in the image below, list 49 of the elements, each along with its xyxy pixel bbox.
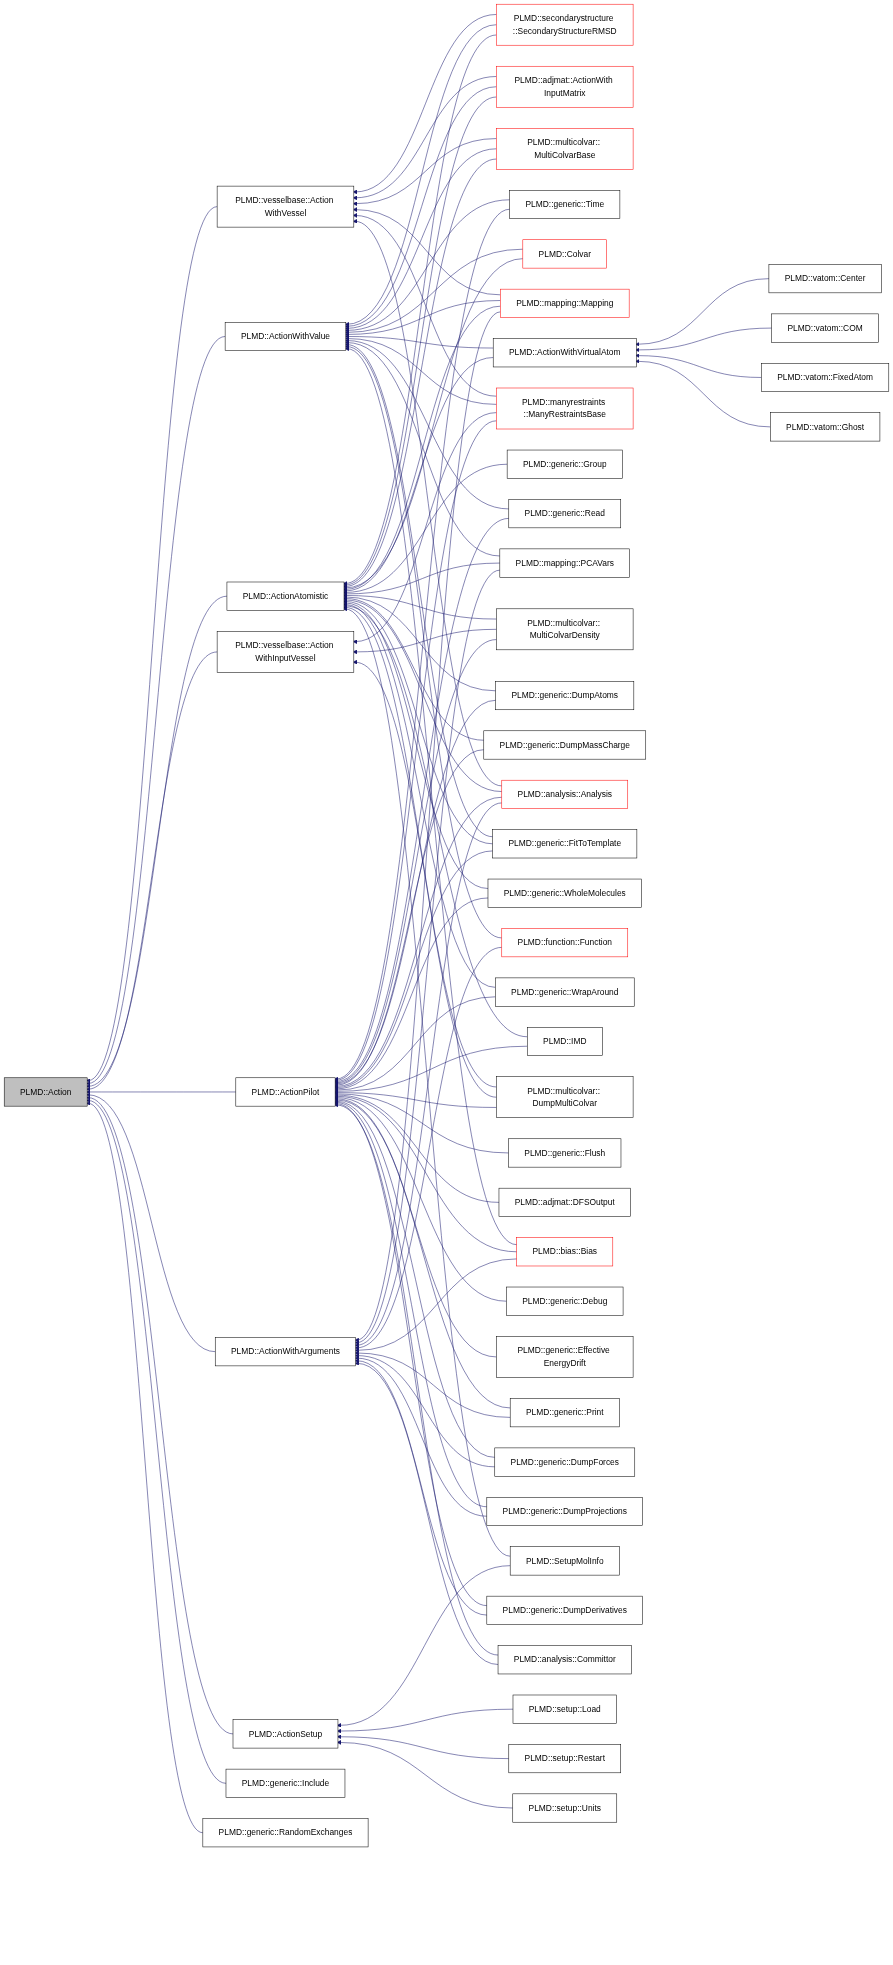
node-box: PLMD::setup::Units bbox=[512, 1793, 618, 1823]
node-box: PLMD::analysis::Committor bbox=[497, 1645, 632, 1675]
node-box: PLMD::IMD bbox=[527, 1027, 603, 1056]
node-box: PLMD::setup::Restart bbox=[508, 1744, 621, 1774]
node-box: PLMD::generic::Time bbox=[509, 190, 621, 219]
node-box: PLMD::generic::Include bbox=[225, 1768, 346, 1798]
node-box: PLMD::vatom::Center bbox=[768, 264, 882, 294]
node-box: PLMD::analysis::Analysis bbox=[501, 779, 628, 809]
node-box: PLMD::ActionAtomistic bbox=[226, 581, 345, 611]
node-box: PLMD::generic::Group bbox=[506, 449, 623, 479]
node-box: PLMD::manyrestraints ::ManyRestraintsBase bbox=[496, 387, 634, 430]
node-box: PLMD::multicolvar:: MultiColvarDensity bbox=[496, 608, 634, 651]
node-box: PLMD::generic::RandomExchanges bbox=[202, 1818, 369, 1848]
node-box: PLMD::setup::Load bbox=[512, 1694, 617, 1724]
node-box: PLMD::generic::DumpForces bbox=[494, 1447, 636, 1477]
node-box: PLMD::generic::Flush bbox=[508, 1138, 622, 1168]
node-box: PLMD::generic::Debug bbox=[506, 1286, 624, 1316]
node-box: PLMD::generic::DumpProjections bbox=[486, 1497, 643, 1526]
node-box: PLMD::vatom::COM bbox=[771, 313, 879, 343]
node-box: PLMD::vatom::FixedAtom bbox=[761, 363, 890, 392]
node-box: PLMD::ActionWithValue bbox=[224, 322, 347, 351]
node-box: PLMD::ActionPilot bbox=[235, 1077, 336, 1107]
node-box: PLMD::vesselbase::Action WithInputVessel bbox=[216, 631, 355, 673]
node-box: PLMD::SetupMolInfo bbox=[509, 1546, 620, 1576]
node-box: PLMD::generic::Read bbox=[508, 499, 621, 529]
node-box: PLMD::Action bbox=[3, 1077, 88, 1107]
node-box: PLMD::generic::WholeMolecules bbox=[487, 878, 642, 908]
node-box: PLMD::generic::DumpMassCharge bbox=[483, 730, 646, 760]
node-box: PLMD::function::Function bbox=[501, 928, 629, 958]
node-box: PLMD::generic::FitToTemplate bbox=[492, 829, 638, 859]
node-box: PLMD::mapping::PCAVars bbox=[499, 548, 630, 578]
node-box: PLMD::generic::DumpDerivatives bbox=[486, 1595, 643, 1625]
node-box: PLMD::mapping::Mapping bbox=[500, 288, 630, 318]
node-box: PLMD::generic::Print bbox=[509, 1398, 620, 1428]
node-box: PLMD::generic::Effective EnergyDrift bbox=[496, 1336, 634, 1378]
node-box: PLMD::adjmat::DFSOutput bbox=[498, 1187, 631, 1217]
node-box: PLMD::bias::Bias bbox=[516, 1237, 614, 1267]
node-box: PLMD::ActionWithArguments bbox=[214, 1337, 356, 1367]
node-box: PLMD::multicolvar:: DumpMultiColvar bbox=[496, 1076, 634, 1118]
node-box: PLMD::generic::WrapAround bbox=[495, 977, 635, 1007]
node-box: PLMD::multicolvar:: MultiColvarBase bbox=[496, 128, 634, 170]
node-box: PLMD::ActionWithVirtualAtom bbox=[492, 338, 637, 368]
node-box: PLMD::vesselbase::Action WithVessel bbox=[216, 185, 355, 228]
node-box: PLMD::Colvar bbox=[522, 239, 607, 269]
node-box: PLMD::ActionSetup bbox=[232, 1719, 339, 1749]
node-box: PLMD::adjmat::ActionWith InputMatrix bbox=[496, 65, 634, 108]
node-box: PLMD::generic::DumpAtoms bbox=[495, 681, 635, 710]
node-box: PLMD::vatom::Ghost bbox=[770, 412, 881, 442]
node-box: PLMD::secondarystructure ::SecondaryStructureRMSD bbox=[496, 3, 634, 46]
